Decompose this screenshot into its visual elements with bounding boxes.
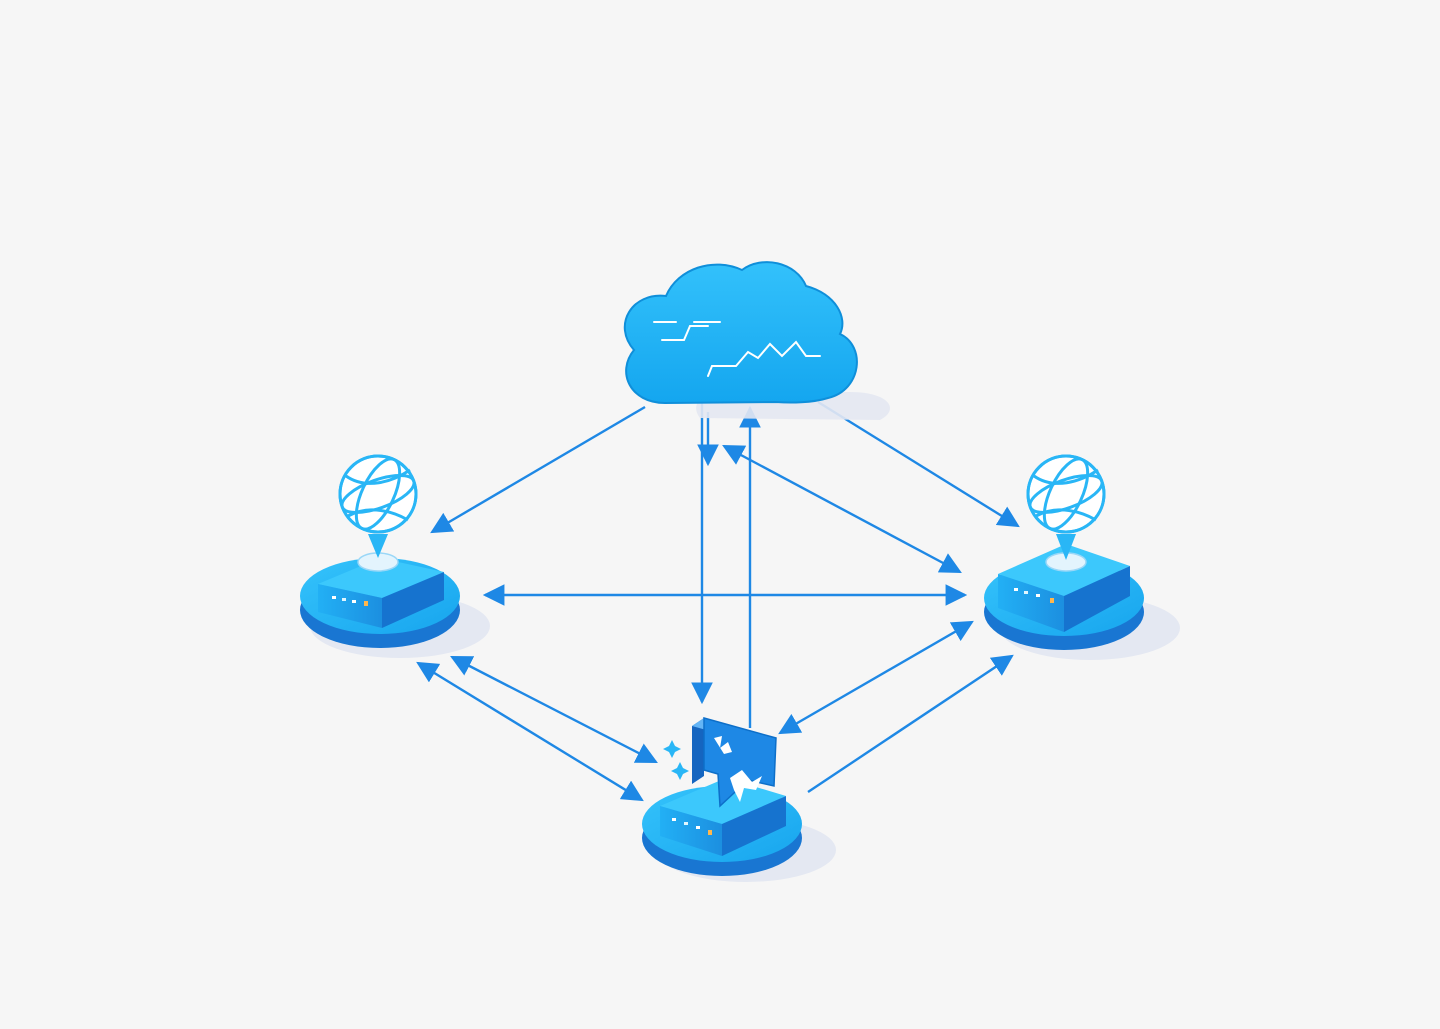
globe-icon <box>338 454 418 534</box>
link-cloud-to-right <box>817 400 1020 528</box>
sign-side <box>692 718 704 784</box>
sign-front <box>703 717 777 808</box>
router-left-box-front <box>318 584 382 628</box>
link-right-bottom-inner <box>778 620 974 735</box>
router-left-globe-pin <box>368 534 388 558</box>
router-left <box>300 454 490 658</box>
router-right-box-side <box>1064 566 1130 632</box>
map-pin-icon <box>692 717 777 808</box>
link-cloud-right-diagonal <box>722 444 962 574</box>
router-bottom <box>642 717 836 882</box>
sparkle-icons <box>663 740 689 780</box>
router-right-globe-pin <box>1056 534 1076 560</box>
cloud-body <box>623 261 858 405</box>
link-cloud-to-left <box>430 405 646 534</box>
link-left-bottom-inner <box>450 655 658 764</box>
globe-icon <box>1026 454 1106 534</box>
sign-glyph-bottom <box>730 770 762 802</box>
cloud-icon <box>623 261 890 420</box>
router-left-box-side <box>382 572 444 628</box>
router-bottom-box-side <box>722 796 786 856</box>
link-right-bottom-outer <box>807 654 1014 793</box>
cloud-wave <box>707 340 821 377</box>
router-left-box-top <box>318 558 444 598</box>
router-bottom-leds <box>672 818 712 835</box>
router-right-leds <box>1014 588 1054 603</box>
cloud-line-2 <box>661 325 709 341</box>
connection-links <box>416 400 1020 802</box>
router-left-leds <box>332 596 368 606</box>
router-right <box>984 454 1180 660</box>
link-left-bottom-outer <box>416 661 644 802</box>
sign-glyph-top <box>714 736 732 754</box>
